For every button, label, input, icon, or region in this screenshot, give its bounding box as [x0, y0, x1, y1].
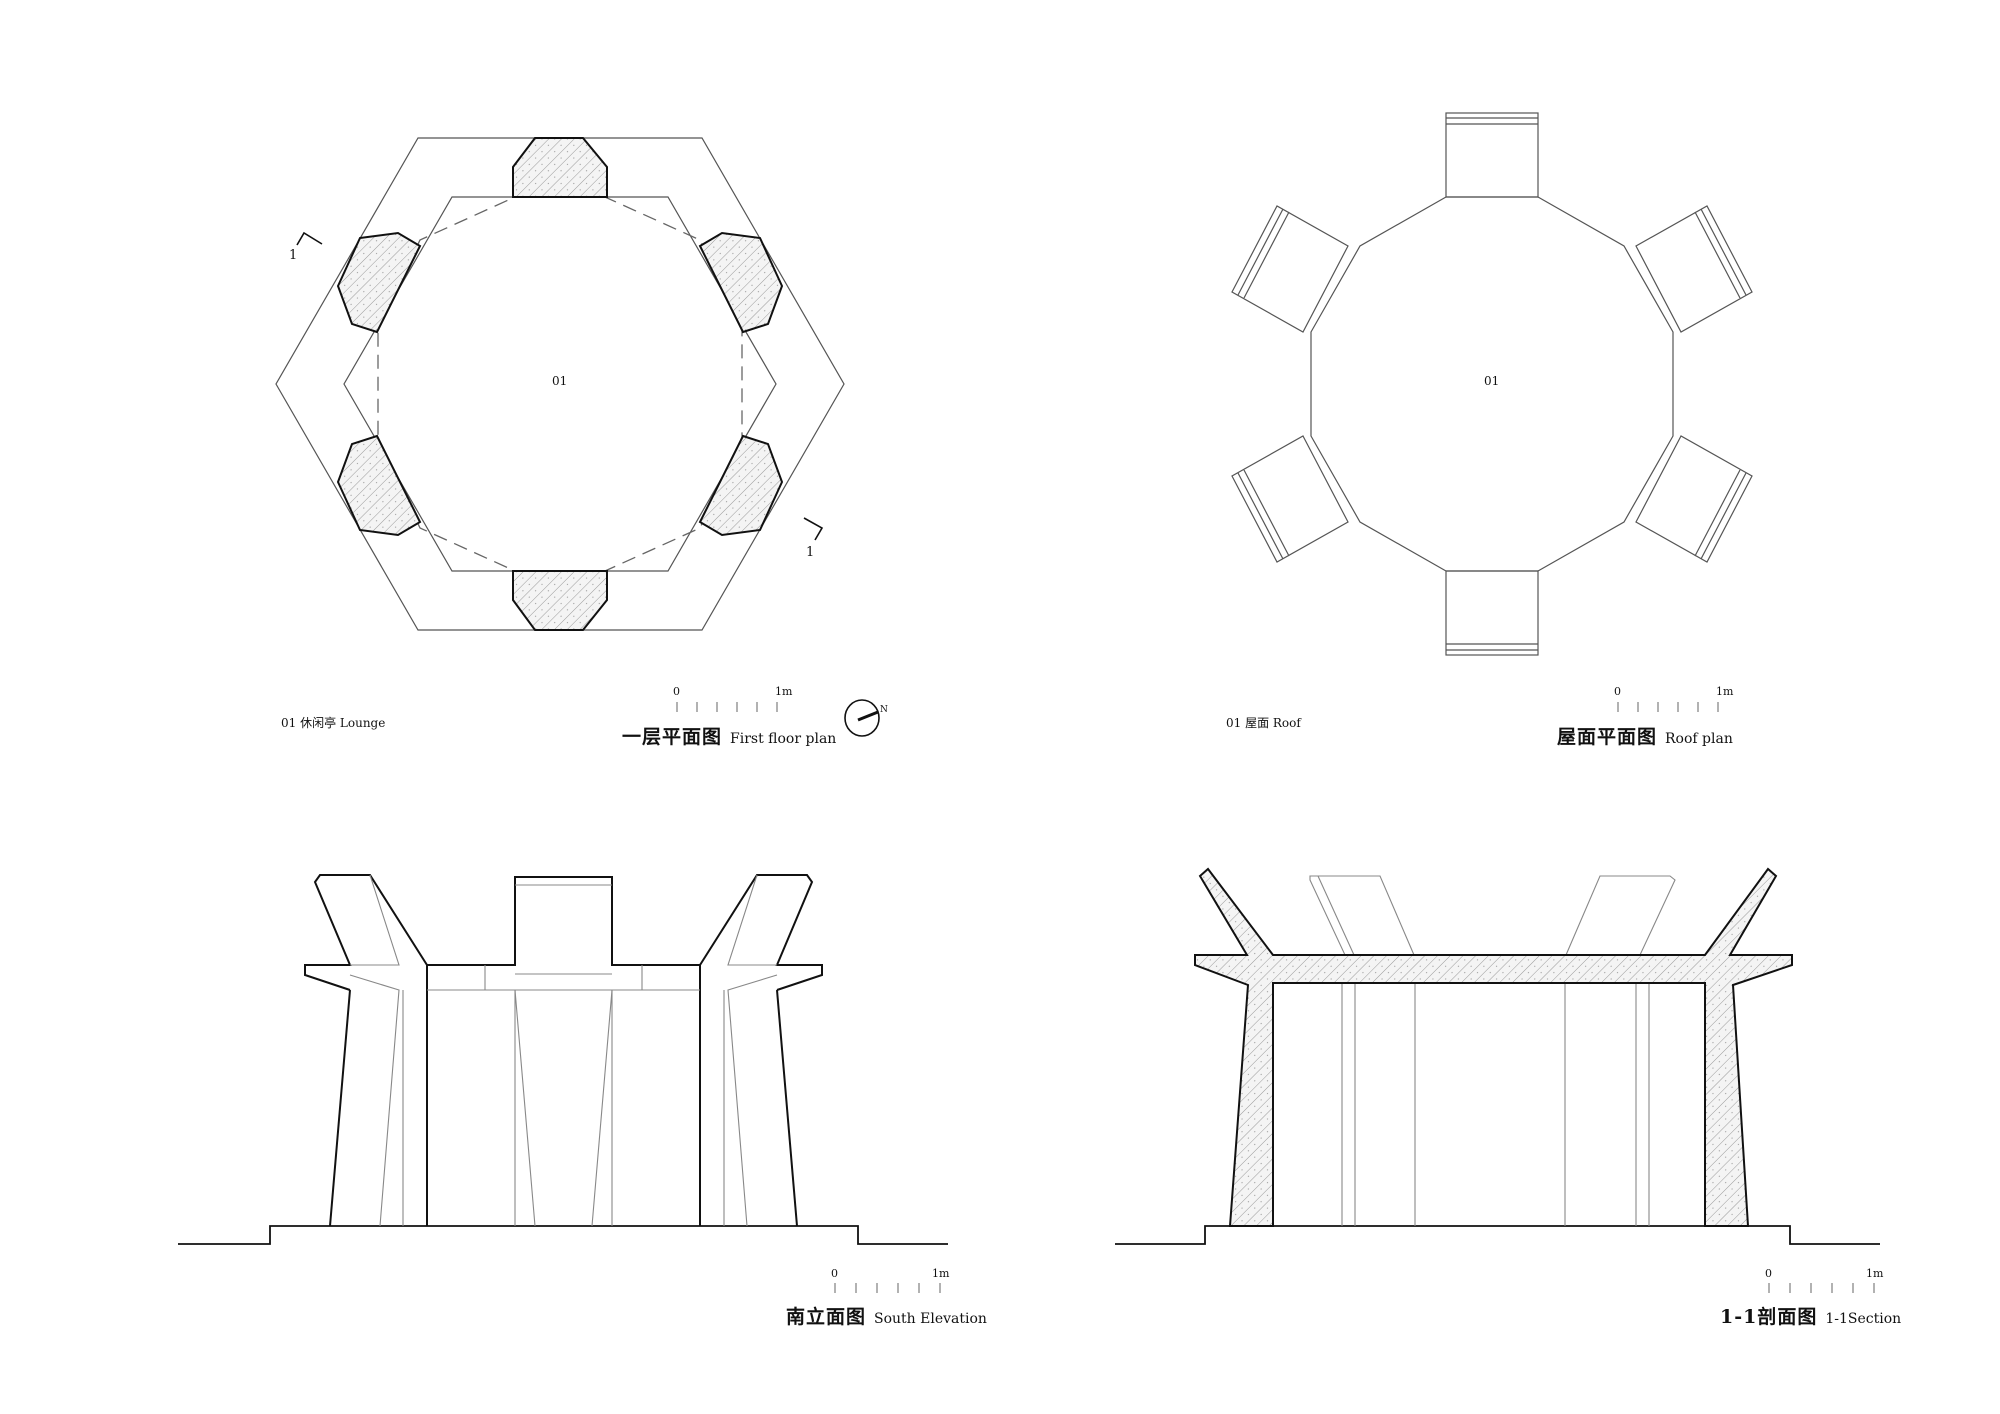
ground-line — [1115, 1225, 1880, 1245]
roof-pod-bottom-left — [1231, 435, 1349, 563]
first-floor-plan-drawing — [275, 137, 880, 737]
scale-end-label: 1m — [1716, 685, 1734, 698]
title-cn: 南立面图 — [786, 1306, 867, 1328]
scale-bar-roof — [1617, 702, 1719, 712]
roof-plan-title: 屋面平面图 Roof plan — [1557, 722, 1733, 749]
scale-start-label: 0 — [673, 685, 680, 698]
column-top — [512, 137, 608, 198]
north-arrow-label: N — [880, 705, 888, 715]
section-marker-bottom-label: 1 — [806, 545, 815, 560]
title-en: 1-1Section — [1825, 1311, 1902, 1327]
column-bottom-left — [336, 434, 422, 537]
title-cn: 一层平面图 — [622, 726, 723, 748]
south-elevation-title: 南立面图 South Elevation — [786, 1302, 987, 1329]
section-marker-top-icon — [296, 231, 323, 246]
scale-start-label: 0 — [1765, 1267, 1772, 1280]
column-bottom-right — [698, 434, 784, 537]
north-arrow-icon — [844, 699, 880, 737]
title-en: South Elevation — [874, 1311, 987, 1327]
roof-pod-bottom-right — [1635, 435, 1753, 563]
scale-end-label: 1m — [1866, 1267, 1884, 1280]
scale-bar-south-elevation — [834, 1283, 941, 1293]
scale-start-label: 0 — [831, 1267, 838, 1280]
room-tag-roof: 01 屋面 Roof — [1226, 716, 1301, 730]
first-floor-plan-title: 一层平面图 First floor plan — [622, 722, 836, 749]
section-marker-bottom-icon — [803, 517, 824, 541]
roof-perimeter — [1310, 196, 1447, 572]
roof-pod-top-left — [1231, 205, 1349, 333]
title-cn: 1-1剖面图 — [1720, 1306, 1818, 1328]
roof-pod-top-right — [1635, 205, 1753, 333]
space-code-label: 01 — [552, 374, 568, 388]
title-en: First floor plan — [730, 731, 837, 747]
section-1-1-drawing — [1115, 867, 1880, 1293]
space-code-label: 01 — [1484, 374, 1500, 388]
column-top-right — [698, 231, 784, 334]
room-tag-lounge: 01 休闲亭 Lounge — [281, 716, 386, 730]
inner-hexagon-outline — [343, 196, 777, 572]
roof-pod-top — [1445, 112, 1539, 198]
south-elevation-drawing — [178, 874, 948, 1293]
title-en: Roof plan — [1665, 731, 1733, 747]
scale-end-label: 1m — [932, 1267, 950, 1280]
column-bottom — [512, 570, 608, 631]
roof-pod-bottom — [1445, 570, 1539, 656]
ground-line — [178, 1225, 948, 1245]
scale-end-label: 1m — [775, 685, 793, 698]
column-top-left — [336, 231, 422, 334]
title-cn: 屋面平面图 — [1557, 726, 1658, 748]
section-1-1-title: 1-1剖面图 1-1Section — [1720, 1302, 1901, 1329]
outer-hexagon-outline — [275, 137, 845, 631]
section-cut-frame — [1194, 867, 1793, 1227]
scale-bar-section — [1768, 1283, 1875, 1293]
scale-start-label: 0 — [1614, 685, 1621, 698]
roof-plan-drawing — [1231, 112, 1753, 712]
section-marker-top-label: 1 — [289, 248, 298, 263]
scale-bar-first-floor — [676, 702, 778, 712]
